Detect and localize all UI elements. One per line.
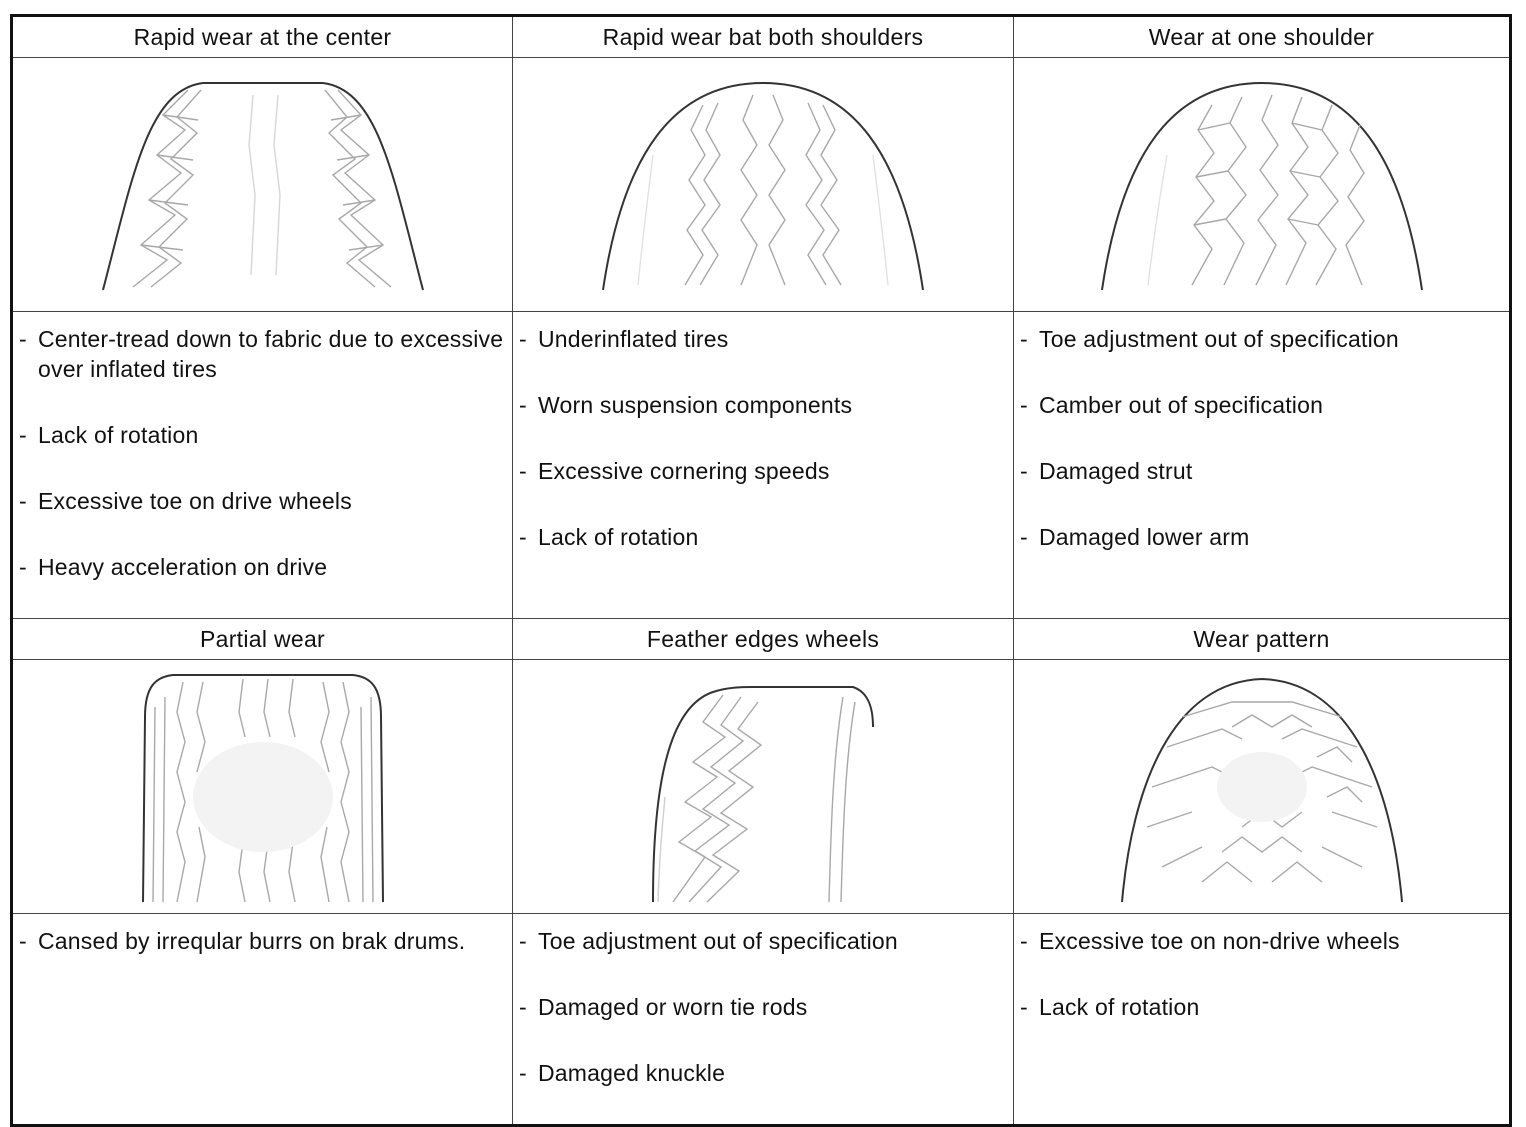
pattern-title-partial: Partial wear xyxy=(11,618,513,660)
pattern-causes-cell: Underinflated tires Worn suspension comp… xyxy=(512,311,1014,619)
cause-item: Excessive toe on non-drive wheels xyxy=(1020,926,1501,956)
causes-list: Excessive toe on non-drive wheels Lack o… xyxy=(1014,914,1509,1022)
pattern-image-cell xyxy=(1013,659,1511,914)
pattern-title-one-shoulder: Wear at one shoulder xyxy=(1013,15,1511,58)
causes-list: Toe adjustment out of specification Camb… xyxy=(1014,312,1509,552)
cause-item: Excessive toe on drive wheels xyxy=(19,486,504,516)
cause-item: Damaged knuckle xyxy=(519,1058,1005,1088)
pattern-title-wear-pattern: Wear pattern xyxy=(1013,618,1511,660)
pattern-causes-cell: Cansed by irreqular burrs on brak drums. xyxy=(11,913,513,1126)
pattern-causes-cell: Toe adjustment out of specification Camb… xyxy=(1013,311,1511,619)
pattern-image-cell xyxy=(512,57,1014,312)
tire-partial-wear-icon xyxy=(141,673,384,902)
cause-item: Damaged strut xyxy=(1020,456,1501,486)
cause-item: Excessive cornering speeds xyxy=(519,456,1005,486)
pattern-image-cell xyxy=(1013,57,1511,312)
cause-item: Toe adjustment out of specification xyxy=(519,926,1005,956)
tire-wear-table: Rapid wear at the center Rapid wear bat … xyxy=(10,14,1512,1127)
cause-item: Center-tread down to fabric due to exces… xyxy=(19,324,504,384)
cause-item: Damaged or worn tie rods xyxy=(519,992,1005,1022)
pattern-causes-cell: Toe adjustment out of specification Dama… xyxy=(512,913,1014,1126)
pattern-image-cell xyxy=(11,659,513,914)
causes-list: Underinflated tires Worn suspension comp… xyxy=(513,312,1013,552)
pattern-image-cell xyxy=(512,659,1014,914)
causes-list: Cansed by irreqular burrs on brak drums. xyxy=(13,914,512,956)
pattern-title-feather-edge: Feather edges wheels xyxy=(512,618,1014,660)
cause-item: Underinflated tires xyxy=(519,324,1005,354)
pattern-title-center: Rapid wear at the center xyxy=(11,15,513,58)
causes-list: Toe adjustment out of specification Dama… xyxy=(513,914,1013,1088)
cause-item: Cansed by irreqular burrs on brak drums. xyxy=(19,926,504,956)
pattern-causes-cell: Center-tread down to fabric due to exces… xyxy=(11,311,513,619)
cause-item: Toe adjustment out of specification xyxy=(1020,324,1501,354)
cause-item: Lack of rotation xyxy=(519,522,1005,552)
cause-item: Damaged lower arm xyxy=(1020,522,1501,552)
pattern-causes-cell: Excessive toe on non-drive wheels Lack o… xyxy=(1013,913,1511,1126)
tire-feather-edge-icon xyxy=(652,685,874,903)
cause-item: Lack of rotation xyxy=(1020,992,1501,1022)
cause-item: Heavy acceleration on drive xyxy=(19,552,504,582)
cause-item: Lack of rotation xyxy=(19,420,504,450)
pattern-image-cell xyxy=(11,57,513,312)
pattern-title-both-shoulders: Rapid wear bat both shoulders xyxy=(512,15,1014,58)
tire-one-shoulder-wear-icon xyxy=(1100,81,1423,290)
tire-wear-pattern-icon xyxy=(1120,677,1403,902)
cause-item: Worn suspension components xyxy=(519,390,1005,420)
cause-item: Camber out of specification xyxy=(1020,390,1501,420)
tire-shoulder-wear-icon xyxy=(602,81,924,290)
causes-list: Center-tread down to fabric due to exces… xyxy=(13,312,512,582)
tire-center-wear-icon xyxy=(101,81,424,290)
